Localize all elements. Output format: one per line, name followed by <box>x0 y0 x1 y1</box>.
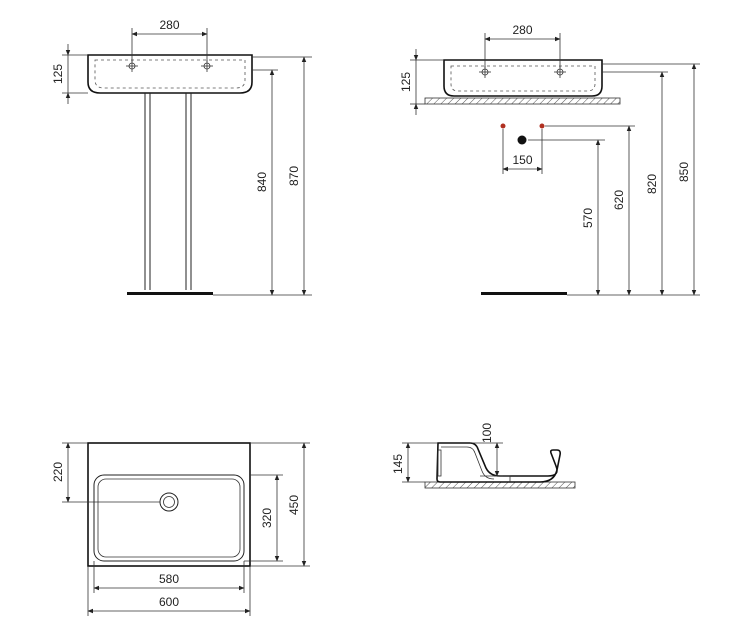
dimension-heights: 570 620 820 850 <box>528 63 700 296</box>
basin-outline <box>443 59 603 97</box>
dimension-label: 125 <box>51 64 65 84</box>
dimension-label: 570 <box>581 208 595 228</box>
dimension-label: 820 <box>645 174 659 194</box>
bowl-plan-outline <box>93 474 245 562</box>
dimension-label: 145 <box>391 454 405 474</box>
dimension-deck-depth: 220 <box>51 442 160 503</box>
dimension-total-height: 145 <box>391 442 438 483</box>
waste-marker <box>517 135 527 145</box>
basin-plan-outline <box>87 442 251 567</box>
dimension-hole-spacing: 280 <box>484 23 561 68</box>
dimension-label: 125 <box>399 72 413 92</box>
dimension-waste-spacing: 150 <box>502 129 543 174</box>
tap-hole-right <box>554 66 566 78</box>
dimension-label: 150 <box>512 153 532 167</box>
dimension-basin-height: 125 <box>399 49 444 115</box>
dimension-label: 600 <box>159 595 179 609</box>
dimension-depths: 320 450 <box>244 442 310 567</box>
counter-hatch <box>424 481 576 489</box>
dimension-label: 280 <box>512 23 532 37</box>
dimension-label: 850 <box>677 162 691 182</box>
dimension-label: 870 <box>287 166 301 186</box>
basin-section-inner <box>441 446 495 480</box>
dimension-bowl-depth: 100 <box>470 423 503 477</box>
bowl-plan-inner <box>97 478 241 558</box>
dimension-label: 840 <box>255 172 269 192</box>
supply-right-marker <box>539 123 545 129</box>
dimension-label: 320 <box>260 508 274 528</box>
wall-counter-hatch <box>424 97 621 105</box>
dimension-hole-spacing: 280 <box>131 18 208 62</box>
floor-line <box>481 292 567 295</box>
drain-icon <box>159 492 179 512</box>
dimension-label: 580 <box>159 572 179 586</box>
basin-inner <box>94 59 246 89</box>
dimension-heights: 840 870 <box>213 56 312 296</box>
section-view: 100 145 <box>391 423 576 489</box>
supply-left-marker <box>500 123 506 129</box>
dimension-label: 100 <box>480 423 494 443</box>
plan-view: 220 320 450 580 600 <box>51 442 310 616</box>
basin-outline <box>87 54 253 94</box>
dimension-label: 280 <box>159 18 179 32</box>
front-wall-view: 280 125 150 <box>399 23 700 296</box>
pedestal <box>127 93 213 295</box>
dimension-basin-height: 125 <box>51 44 88 104</box>
basin-inner <box>450 65 596 92</box>
dimension-label: 450 <box>287 495 301 515</box>
basin-section-outline <box>436 442 561 483</box>
dimension-label: 620 <box>612 190 626 210</box>
dimension-widths: 580 600 <box>87 561 251 616</box>
overflow-slot <box>437 449 442 477</box>
front-pedestal-view: 280 125 840 870 <box>51 18 312 296</box>
dimension-label: 220 <box>51 462 65 482</box>
drain-pipe <box>480 475 511 482</box>
